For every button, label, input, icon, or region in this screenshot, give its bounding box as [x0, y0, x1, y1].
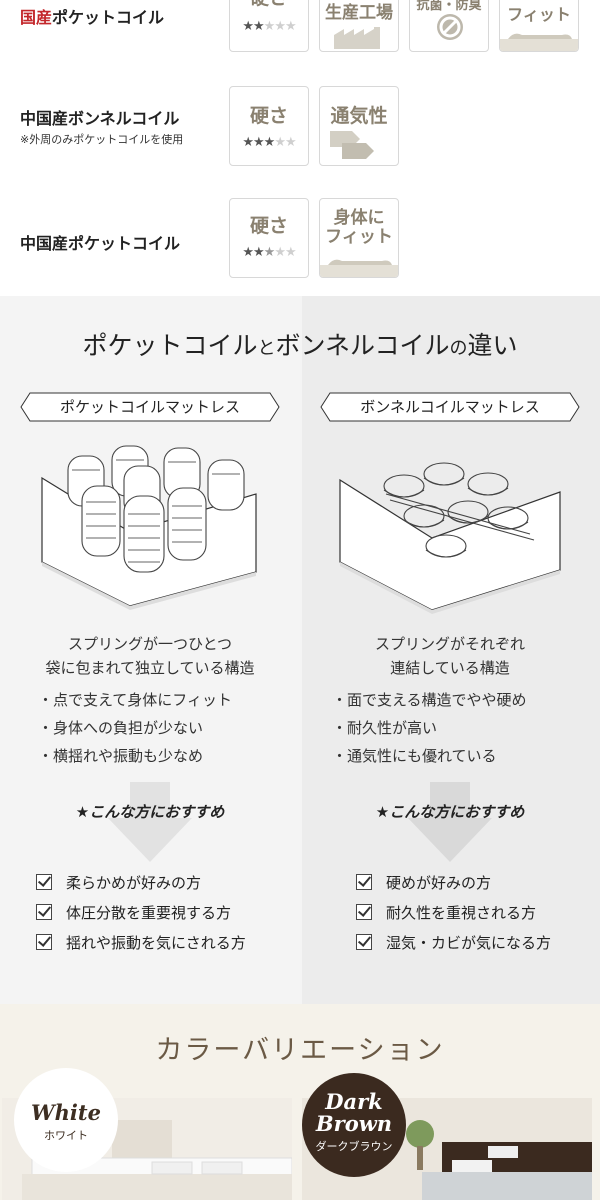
feature-item: ・点で支えて身体にフィット [38, 691, 232, 709]
badge-breathability: 通気性 [319, 86, 399, 166]
title-bonnell: ボンネルコイル [275, 331, 450, 360]
hardness-stars: ★★★★★ [242, 135, 296, 150]
color-name-line2: Brown [315, 1111, 393, 1136]
checkbox-checked-icon [356, 904, 372, 920]
badge-body-fit: 身体に フィット [319, 198, 399, 278]
badge-antibacterial: 抗菌・防臭 [409, 0, 489, 52]
factory-icon [334, 27, 380, 49]
pocket-coil-recommend-heading: ★こんな方におすすめ [75, 803, 225, 821]
down-arrow-icon [408, 782, 492, 862]
recommend-item-text: 耐久性を重視される方 [386, 904, 537, 922]
spec-name: 中国産ボンネルコイル [20, 109, 180, 128]
title-no: の [449, 338, 468, 359]
recommend-item: 揺れや振動を気にされる方 [36, 928, 246, 958]
spec-name-type: ポケットコイル [52, 8, 165, 27]
badge-title-line2: フィット [325, 226, 393, 247]
feature-item: ・横揺れや振動も少なめ [38, 747, 204, 765]
feature-item: ・面で支える構造でやや硬め [332, 691, 527, 709]
bonnell-coil-diagram [339, 462, 561, 614]
comparison-section: ポケットコイルとボンネルコイルの違い ポケットコイルマットレス [0, 296, 600, 1004]
description-line: スプリングがそれぞれ [374, 635, 525, 653]
antibacterial-icon [437, 14, 463, 40]
description-line: スプリングが一つひとつ [68, 635, 232, 653]
bonnell-coil-column: ボンネルコイルマットレス スプリングがそれぞれ 連結している構造 [300, 296, 600, 1004]
badge-hardness: 硬さ ★★★★★ [229, 198, 309, 278]
color-kana: ホワイト [44, 1129, 88, 1142]
badge-factory: 生産工場 [319, 0, 399, 52]
recommend-item-text: 揺れや振動を気にされる方 [66, 934, 246, 952]
badge-fit: フィット [499, 0, 579, 52]
recommend-item: 体圧分散を重要視する方 [36, 898, 246, 928]
pocket-coil-column: ポケットコイルマットレス スプリングが一つひとつ [0, 296, 300, 1004]
feature-item: ・通気性にも優れている [332, 747, 497, 765]
white-color-swatch[interactable]: White ホワイト [14, 1068, 118, 1172]
fit-icon [500, 33, 578, 51]
bonnell-coil-label: ボンネルコイルマットレス [320, 392, 580, 422]
recommend-item-text: 硬めが好みの方 [386, 874, 492, 892]
title-difference: 違い [467, 331, 518, 360]
bonnell-coil-recommend-list: 硬めが好みの方 耐久性を重視される方 湿気・カビが気になる方 [356, 868, 551, 958]
pocket-coil-label: ポケットコイルマットレス [20, 392, 280, 422]
pocket-coil-label-text: ポケットコイルマットレス [59, 398, 240, 416]
title-and: と [257, 338, 276, 359]
description-line: 袋に包まれて独立している構造 [45, 659, 255, 677]
hardness-stars: ★★★★★ [242, 19, 296, 34]
badge-title: 生産工場 [325, 3, 393, 23]
bonnell-coil-features: ・面で支える構造でやや硬め ・耐久性が高い ・通気性にも優れている [332, 686, 527, 770]
badge-hardness: 硬さ ★★★★★ [229, 86, 309, 166]
recommend-item: 湿気・カビが気になる方 [356, 928, 551, 958]
color-name: White [31, 1100, 101, 1125]
spec-note: ※外周のみポケットコイルを使用 [20, 133, 184, 146]
badge-title: 硬さ [230, 0, 308, 8]
comparison-title: ポケットコイルとボンネルコイルの違い [0, 326, 600, 362]
recommend-item: 硬めが好みの方 [356, 868, 551, 898]
feature-item: ・耐久性が高い [332, 719, 438, 737]
dark-brown-color-swatch[interactable]: Dark Brown ダークブラウン [302, 1073, 406, 1177]
spec-row-chinese-pocket: 中国産ポケットコイル 硬さ ★★★★★ 身体に フィット [0, 183, 600, 296]
recommend-item-text: 柔らかめが好みの方 [66, 874, 202, 892]
recommend-item-text: 体圧分散を重要視する方 [66, 904, 232, 922]
badge-title: フィット [507, 5, 571, 24]
white-bed-photo [2, 1098, 292, 1200]
recommend-item: 柔らかめが好みの方 [36, 868, 246, 898]
checkbox-checked-icon [36, 904, 52, 920]
badge-title-line1: 身体に [333, 208, 385, 228]
recommend-item-text: 湿気・カビが気になる方 [386, 934, 552, 952]
description-line: 連結している構造 [390, 659, 510, 677]
checkbox-checked-icon [36, 874, 52, 890]
pocket-coil-recommend-list: 柔らかめが好みの方 体圧分散を重要視する方 揺れや振動を気にされる方 [36, 868, 246, 958]
checkbox-checked-icon [36, 934, 52, 950]
checkbox-checked-icon [356, 934, 372, 950]
color-kana: ダークブラウン [315, 1140, 393, 1153]
hardness-stars: ★★★★★ [242, 245, 296, 260]
pocket-coil-features: ・点で支えて身体にフィット ・身体への負担が少ない ・横揺れや振動も少なめ [38, 686, 232, 770]
fit-icon [320, 259, 398, 277]
airflow-icon [330, 131, 374, 159]
spec-row-domestic-pocket: 国産ポケットコイル 硬さ ★★★★★ 生産工場 抗菌・防臭 フィット [0, 0, 600, 71]
color-variation-title: カラーバリエーション [155, 1035, 445, 1066]
checkbox-checked-icon [356, 874, 372, 890]
feature-item: ・身体への負担が少ない [38, 719, 204, 737]
title-pocket: ポケットコイル [82, 331, 258, 360]
badge-title: 硬さ [249, 105, 288, 127]
recommend-item: 耐久性を重視される方 [356, 898, 551, 928]
bonnell-coil-label-text: ボンネルコイルマットレス [360, 398, 540, 416]
spec-name: 国産ポケットコイル [20, 4, 164, 28]
spec-row-chinese-bonnell: 中国産ボンネルコイル ※外周のみポケットコイルを使用 硬さ ★★★★★ 通気性 [0, 70, 600, 184]
bonnell-coil-description: スプリングがそれぞれ 連結している構造 [300, 632, 600, 680]
bonnell-coil-recommend-heading: ★こんな方におすすめ [375, 803, 525, 821]
badge-title: 身体に フィット [320, 209, 398, 246]
spec-name-origin: 国産 [20, 8, 53, 27]
spec-name: 中国産ポケットコイル [20, 234, 181, 253]
badge-title: 硬さ [249, 215, 288, 237]
down-arrow-icon [108, 782, 192, 862]
badge-title: 通気性 [330, 105, 388, 127]
color-name-line1: Dark [325, 1089, 383, 1114]
badge-title: 抗菌・防臭 [416, 0, 482, 13]
pocket-coil-description: スプリングが一つひとつ 袋に包まれて独立している構造 [0, 632, 300, 680]
color-variation-section: カラーバリエーション [0, 1004, 600, 1200]
badge-hardness: 硬さ ★★★★★ [229, 0, 309, 52]
pocket-coil-diagram [41, 445, 257, 610]
